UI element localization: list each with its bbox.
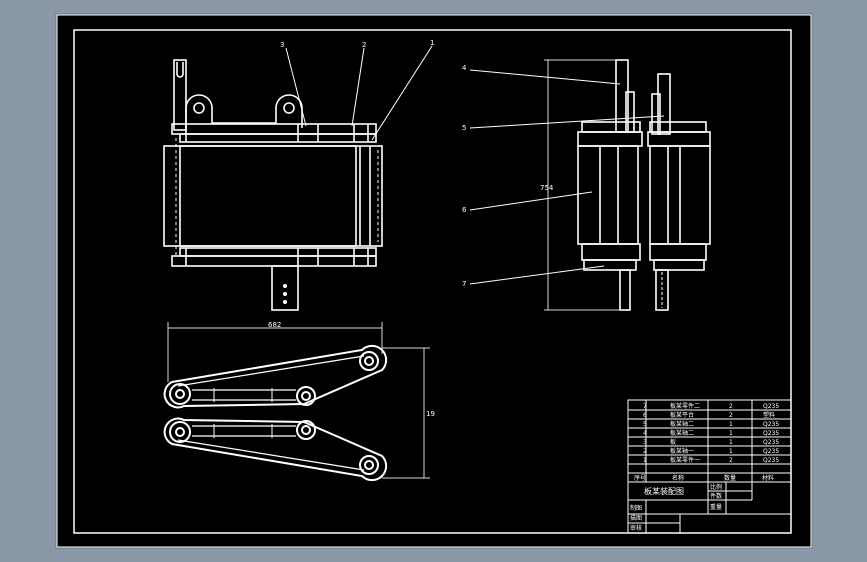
dim-overall-height-label: 754 <box>540 184 554 192</box>
part-row-name: 板 <box>670 438 676 446</box>
part-row-name: 板某零件二 <box>670 402 700 410</box>
outer-frame <box>56 14 812 548</box>
side-view-left <box>577 59 643 311</box>
part-row-name: 板某平台 <box>670 411 694 419</box>
side-leaders <box>469 69 665 285</box>
part-row-qty: 1 <box>729 421 733 428</box>
ratio-label: 比例 <box>710 483 722 491</box>
dim-link-length-label: 682 <box>268 321 281 329</box>
part-row-qty: 1 <box>729 430 733 437</box>
part-row-qty: 2 <box>729 457 733 464</box>
side-view-right <box>647 73 711 311</box>
part-row-qty: 1 <box>729 448 733 455</box>
drawing-sheet <box>55 13 813 549</box>
front-view-holes <box>283 284 287 304</box>
linkage-view <box>163 344 388 482</box>
dim-link-height-label: 19 <box>426 410 435 418</box>
count-label: 件数 <box>710 492 722 500</box>
part-row-name: 板某轴一 <box>670 447 694 455</box>
callout-2: 2 <box>362 41 366 49</box>
audit-label: 审核 <box>630 524 642 532</box>
part-row-qty: 2 <box>729 403 733 410</box>
check-label: 描图 <box>630 514 642 522</box>
part-row-no: 2 <box>643 448 647 455</box>
part-row-qty: 2 <box>729 412 733 419</box>
part-row-name: 板某零件一 <box>670 456 700 464</box>
part-row-no: 1 <box>643 457 647 464</box>
part-row-material: 塑料 <box>763 411 775 419</box>
callout-7: 7 <box>462 280 466 288</box>
part-row-name: 板某轴二 <box>670 420 694 428</box>
dim-link-length <box>167 322 383 382</box>
part-row-no: 5 <box>643 421 647 428</box>
sheet-label: 重量 <box>710 503 722 511</box>
part-row-name: 板某轴二 <box>670 429 694 437</box>
part-row-material: Q235 <box>763 403 779 410</box>
part-row-no: 6 <box>643 412 647 419</box>
callout-6: 6 <box>462 206 467 214</box>
part-row-material: Q235 <box>763 448 779 455</box>
callout-1: 1 <box>430 39 434 47</box>
front-view <box>163 59 383 311</box>
callout-5: 5 <box>462 124 466 132</box>
drawing-title: 板某装配图 <box>644 486 684 496</box>
front-leaders <box>285 45 433 141</box>
title-block <box>627 399 792 534</box>
header-name: 名称 <box>672 474 684 482</box>
header-no: 序号 <box>634 474 646 482</box>
callout-3: 3 <box>280 41 284 49</box>
dim-link-height <box>382 347 430 479</box>
part-row-material: Q235 <box>763 430 779 437</box>
header-qty: 数量 <box>724 474 736 482</box>
dim-overall-height <box>544 59 620 311</box>
header-material: 材料 <box>762 474 774 482</box>
parts-list: 7 板某零件二 2 Q235 6 板某平台 2 塑料 5 板某轴二 1 Q235… <box>630 402 779 532</box>
part-row-material: Q235 <box>763 421 779 428</box>
part-row-material: Q235 <box>763 457 779 464</box>
callout-4: 4 <box>462 64 467 72</box>
part-row-no: 3 <box>643 439 647 446</box>
part-row-no: 4 <box>643 430 647 437</box>
design-label: 制图 <box>630 504 642 512</box>
part-row-no: 7 <box>643 403 647 410</box>
part-row-qty: 1 <box>729 439 733 446</box>
part-row-material: Q235 <box>763 439 779 446</box>
inner-frame <box>73 29 792 534</box>
